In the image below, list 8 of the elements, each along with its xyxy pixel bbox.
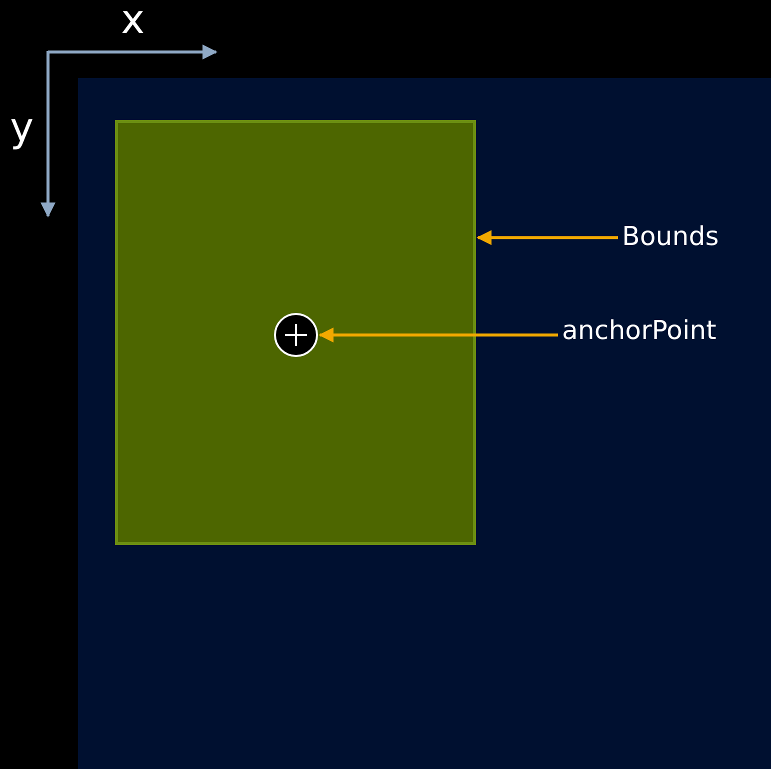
axis-label: y [10,104,34,152]
leader-arrow [476,230,618,246]
leader-arrow [318,328,558,342]
callout-label: anchorPoint [562,316,716,348]
callout-label: Bounds [622,222,719,254]
axis-label: x [121,0,145,44]
anchor-point-marker [274,313,318,357]
bounds-rectangle [115,120,476,545]
